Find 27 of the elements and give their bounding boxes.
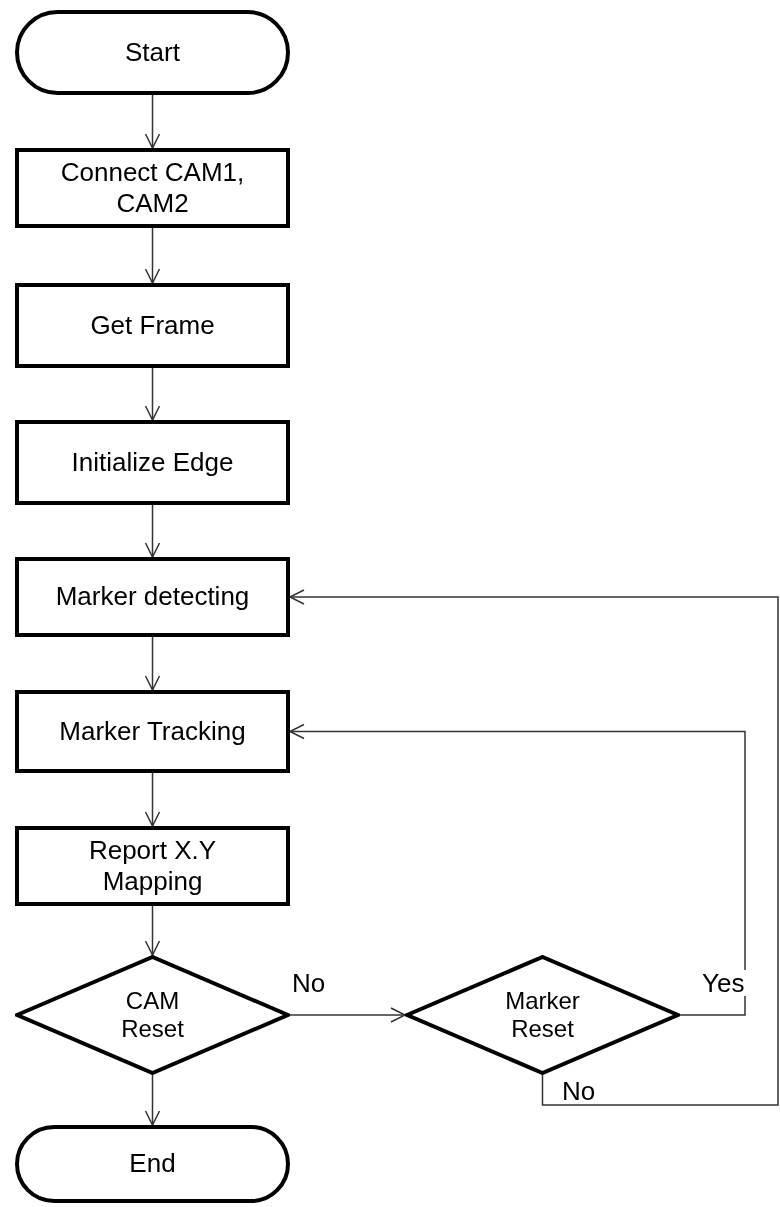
arrow [144, 1074, 161, 1126]
process-box [15, 690, 290, 773]
arrow [144, 367, 161, 421]
process-box [15, 826, 290, 906]
arrow [144, 772, 161, 827]
arrow [144, 636, 161, 691]
process-box [15, 420, 290, 505]
node-text: Marker detecting [55, 581, 250, 613]
node-text: End [129, 1148, 176, 1180]
arrow [144, 94, 161, 149]
node-text: Start [125, 36, 180, 69]
node-text: Marker Tracking [59, 715, 246, 748]
arrow [144, 504, 161, 558]
node-text: Get Frame [90, 309, 215, 342]
process-box [15, 148, 290, 228]
node-text: Marker Reset [504, 987, 581, 1043]
process-box [15, 283, 290, 368]
arrow [144, 227, 161, 284]
node-text: CAM Reset [120, 987, 185, 1043]
arrow [289, 1007, 406, 1023]
node-text: Report X.Y Mapping [87, 834, 218, 898]
arrow [289, 723, 746, 1016]
node-text: Initialize Edge [71, 446, 234, 479]
arrow [144, 905, 161, 956]
node-text: Connect CAM1, CAM2 [59, 156, 246, 220]
process-box [15, 557, 290, 637]
arrow [289, 589, 779, 1106]
